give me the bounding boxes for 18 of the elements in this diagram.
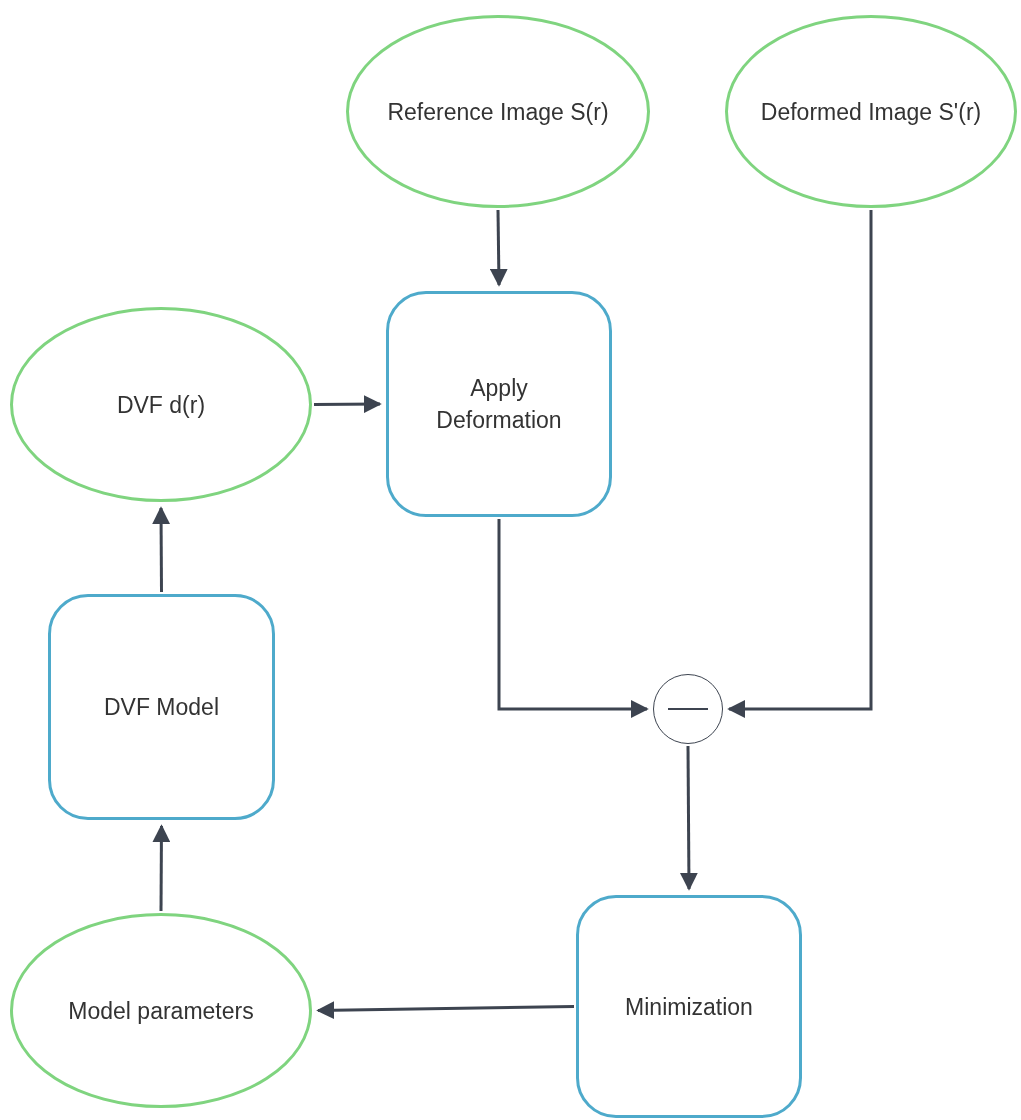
node-label: Deformed Image S'(r) <box>760 97 982 127</box>
arrow <box>316 1001 575 1020</box>
node-label: Apply Deformation <box>435 374 563 435</box>
process-box <box>576 895 802 1118</box>
arrow <box>679 746 698 891</box>
node-label: Model parameters <box>68 996 254 1026</box>
node-label: DVF Model <box>103 693 219 722</box>
process-box <box>386 291 612 517</box>
arrow <box>314 395 382 414</box>
arrow <box>489 209 508 287</box>
arrow <box>727 210 873 718</box>
arrow <box>497 519 649 718</box>
process-box <box>48 594 275 820</box>
node-label: Minimization <box>625 992 753 1022</box>
arrow <box>152 506 171 592</box>
node-label: DVF d(r) <box>116 390 206 420</box>
arrow <box>152 824 171 911</box>
node-label: Reference Image S(r) <box>387 97 609 127</box>
